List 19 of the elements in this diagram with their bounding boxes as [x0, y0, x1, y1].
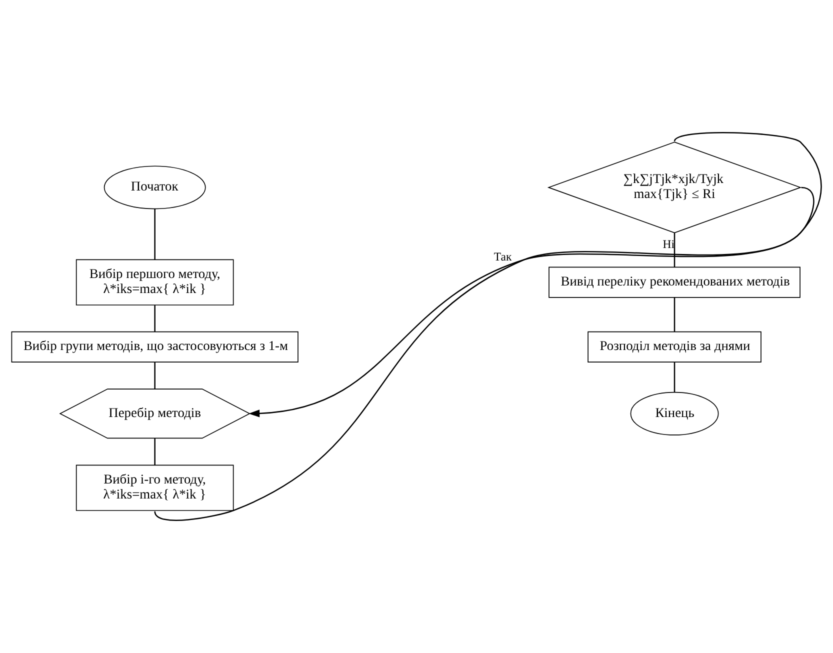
node-ellipse: Початок	[104, 166, 206, 210]
connector	[154, 438, 156, 466]
connector	[674, 362, 676, 392]
connector	[674, 232, 676, 268]
connector	[154, 362, 156, 389]
connector	[154, 305, 156, 332]
node-box: Вибір першого методу, λ*iks=max{ λ*ik }	[76, 259, 234, 306]
node-ellipse: Кінець	[630, 392, 719, 436]
edge-label: Так	[494, 250, 512, 264]
node-box: Вивід переліку рекомендованих методів	[548, 266, 800, 298]
connector	[674, 297, 676, 332]
connector	[154, 208, 156, 260]
node-box: Розподіл методів за днями	[588, 331, 762, 362]
node-box: Вибір групи методів, що застосовуються з 1-м	[11, 331, 298, 362]
arrow	[248, 186, 814, 418]
node-diamond: ∑k∑jTjk*xjk/Tyjk max{Tjk} ≤ Ri	[547, 142, 802, 234]
node-box: Вибір і-го методу, λ*iks=max{ λ*ik }	[76, 464, 234, 511]
edge-label: Ні	[662, 238, 675, 251]
connector	[154, 132, 822, 521]
